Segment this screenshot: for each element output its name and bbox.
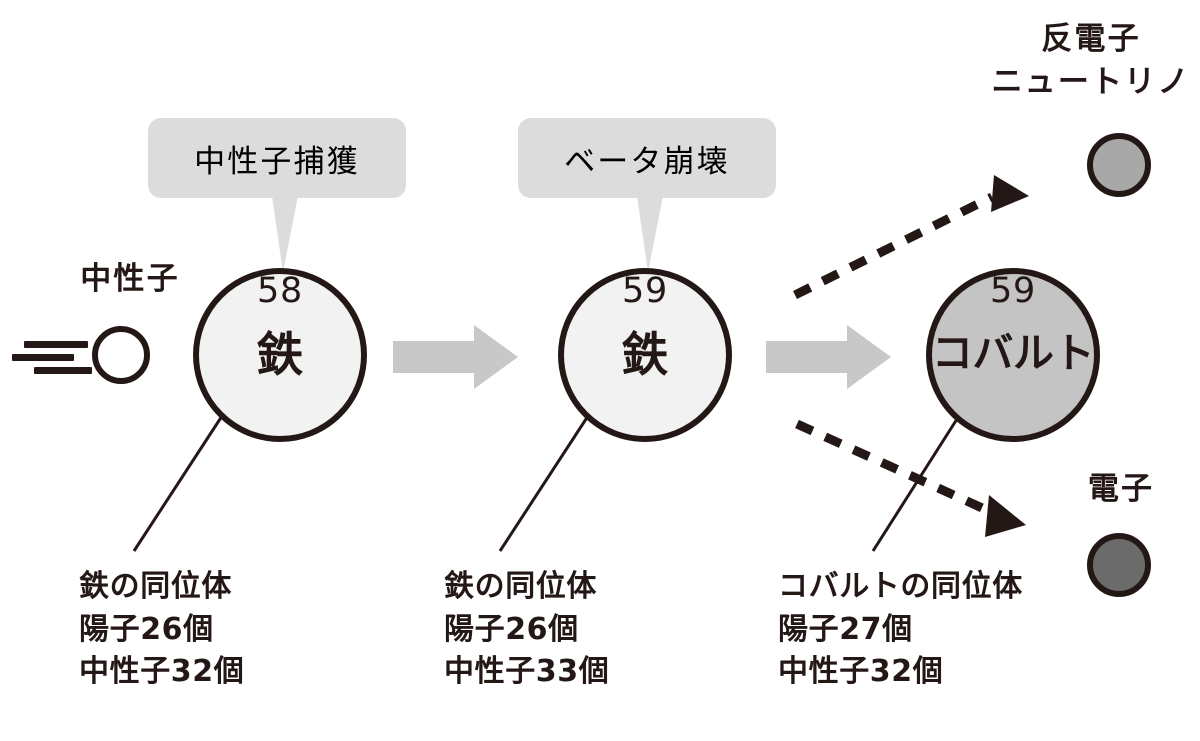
callout-beta-decay-label: ベータ崩壊	[564, 143, 730, 180]
nuclide-cobalt-59-text-group: 59 コバルト	[913, 271, 1113, 439]
caption-iron-59-line-2: 陽子26個	[444, 611, 579, 647]
caption-cobalt-59-line-2: 陽子27個	[778, 611, 913, 647]
dashed-arrow-antineutrino	[792, 175, 1029, 300]
leader-line-iron-59	[498, 415, 590, 552]
nuclide-iron-59-mass-number: 59	[622, 271, 668, 311]
callout-neutron-capture: 中性子捕獲	[148, 118, 406, 198]
particle-circle-electron	[1087, 533, 1151, 597]
leader-line-iron-58	[132, 415, 224, 552]
nuclide-circle-cobalt-59	[926, 268, 1100, 442]
label-electron: 電子	[1048, 468, 1194, 511]
label-antineutrino-line-1: 反電子	[1041, 21, 1141, 57]
nuclide-iron-59-element: 鉄	[621, 328, 669, 383]
neutron-speed-lines	[12, 341, 92, 374]
caption-iron-59-line-1: 鉄の同位体	[444, 569, 597, 604]
label-antineutrino-line-2: ニュートリノ	[991, 63, 1191, 100]
leader-line-cobalt-59	[871, 418, 959, 552]
caption-cobalt-59-line-1: コバルトの同位体	[778, 569, 1023, 604]
callout-tail-neutron-capture	[272, 196, 298, 272]
nuclide-cobalt-59-mass-number: 59	[990, 271, 1036, 311]
nuclide-circle-iron-59	[558, 268, 732, 442]
label-antineutrino: 反電子 ニュートリノ	[988, 18, 1194, 104]
nuclide-iron-59-text-group: 59 鉄	[561, 271, 729, 439]
nuclide-circle-iron-58	[193, 268, 367, 442]
caption-iron-58-line-2: 陽子26個	[79, 611, 214, 647]
caption-iron-59: 鉄の同位体 陽子26個 中性子33個	[444, 566, 609, 694]
block-arrow-1	[393, 325, 518, 389]
nuclide-iron-58-element: 鉄	[256, 328, 304, 383]
caption-cobalt-59-line-3: 中性子32個	[778, 654, 944, 690]
block-arrow-2	[766, 325, 891, 389]
particle-circle-antineutrino	[1087, 133, 1151, 197]
caption-iron-58-line-1: 鉄の同位体	[79, 569, 232, 604]
nuclide-cobalt-59-element: コバルト	[931, 329, 1095, 377]
nuclide-iron-58-mass-number: 58	[257, 271, 303, 311]
callout-beta-decay: ベータ崩壊	[518, 118, 776, 198]
caption-iron-58-line-3: 中性子32個	[79, 654, 245, 690]
caption-iron-59-line-3: 中性子33個	[444, 654, 610, 690]
callout-neutron-capture-label: 中性子捕獲	[194, 143, 360, 180]
caption-iron-58: 鉄の同位体 陽子26個 中性子32個	[79, 566, 244, 694]
dashed-arrow-electron	[795, 419, 1026, 537]
nuclide-iron-58-text-group: 58 鉄	[196, 271, 364, 439]
incoming-neutron-label: 中性子	[80, 261, 180, 297]
label-electron-line-1: 電子	[1087, 471, 1155, 507]
neutron-particle-icon	[92, 326, 150, 384]
caption-cobalt-59: コバルトの同位体 陽子27個 中性子32個	[778, 566, 1023, 694]
callout-tail-beta-decay	[637, 196, 663, 272]
